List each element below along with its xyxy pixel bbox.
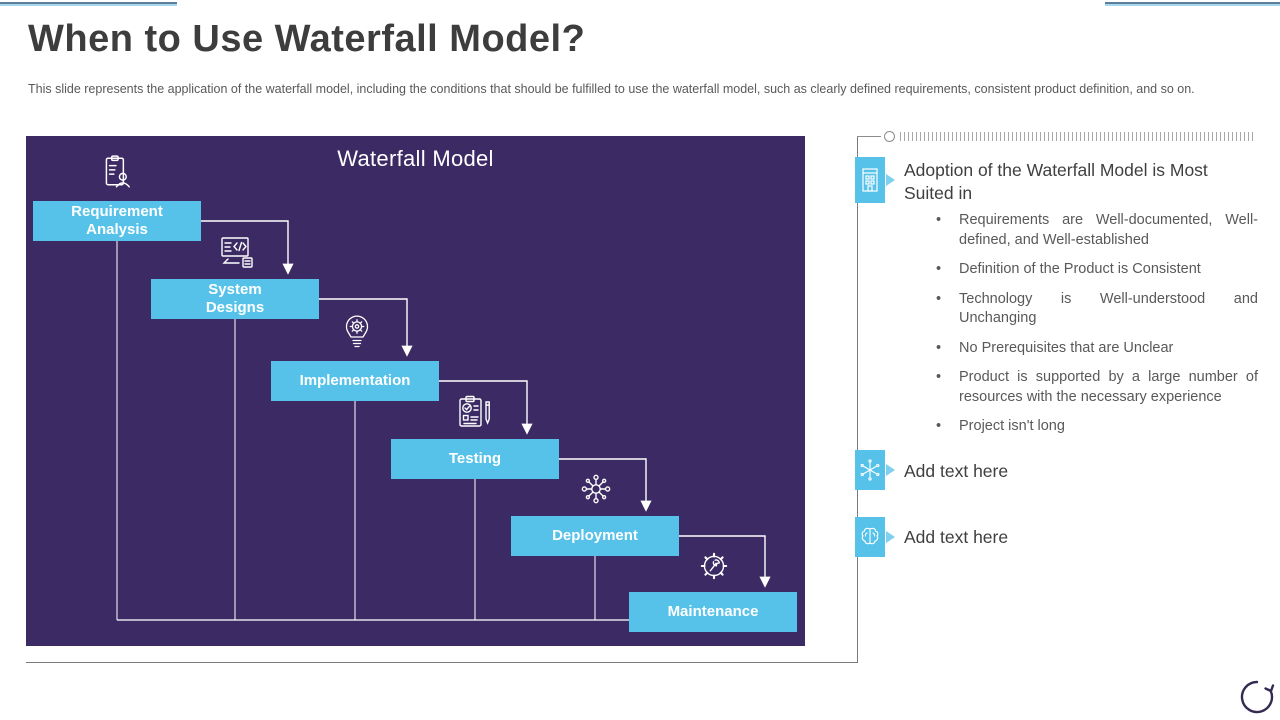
stage-requirement-analysis: Requirement Analysis (33, 201, 201, 241)
stage-system-designs: System Designs (151, 279, 319, 319)
bullet-dot: • (936, 261, 942, 277)
bullet-dot: • (936, 290, 942, 307)
list-item: •Definition of the Product is Consistent (936, 260, 1258, 280)
pointer-triangle-icon (886, 174, 895, 186)
list-item: •Requirements are Well-documented, Well-… (936, 211, 1258, 250)
pointer-triangle-icon (886, 464, 895, 476)
sidebar-left-border (857, 136, 858, 662)
sidebar-decor-ring (884, 131, 895, 142)
list-item: •No Prerequisites that are Unclear (936, 339, 1258, 359)
pointer-triangle-icon (886, 531, 895, 543)
top-accent-line-right (1105, 2, 1280, 6)
sidebar-bullet-list: •Requirements are Well-documented, Well-… (936, 211, 1258, 447)
stage-testing: Testing (391, 439, 559, 479)
clipboard-check-icon (459, 395, 490, 427)
bullet-dot: • (936, 339, 942, 356)
sidebar-decor-line (857, 136, 881, 137)
network-hub-icon (581, 474, 611, 504)
bullet-dot: • (936, 369, 942, 385)
list-item: •Product is supported by a large number … (936, 368, 1258, 407)
snowflake-icon (855, 450, 885, 490)
list-item: •Project isn't long (936, 417, 1258, 437)
stage-implementation: Implementation (271, 361, 439, 401)
clipboard-person-icon (105, 155, 130, 188)
sidebar-decor-ticks (900, 132, 1254, 141)
monitor-code-icon (221, 237, 253, 268)
page-title: When to Use Waterfall Model? (28, 18, 586, 60)
content-divider-line (26, 662, 858, 663)
bullet-dot: • (936, 418, 942, 434)
lightbulb-gear-icon (345, 315, 369, 348)
add-text-placeholder[interactable]: Add text here (904, 461, 1009, 481)
gear-wrench-icon (700, 552, 728, 580)
stage-deployment: Deployment (511, 516, 679, 556)
list-item: •Technology is Well-understood and Uncha… (936, 290, 1258, 329)
diagram-connectors (116, 220, 771, 621)
bullet-dot: • (936, 212, 942, 228)
building-icon (855, 157, 885, 203)
page-subtitle: This slide represents the application of… (28, 82, 1195, 96)
add-text-placeholder[interactable]: Add text here (904, 527, 1009, 547)
diagram-title: Waterfall Model (337, 146, 494, 171)
top-accent-line-left (0, 2, 177, 6)
stage-maintenance: Maintenance (629, 592, 797, 632)
circular-arrow-icon (1240, 680, 1275, 714)
sidebar-heading: Adoption of the Waterfall Model is Most … (904, 160, 1208, 203)
brain-icon (855, 517, 885, 557)
